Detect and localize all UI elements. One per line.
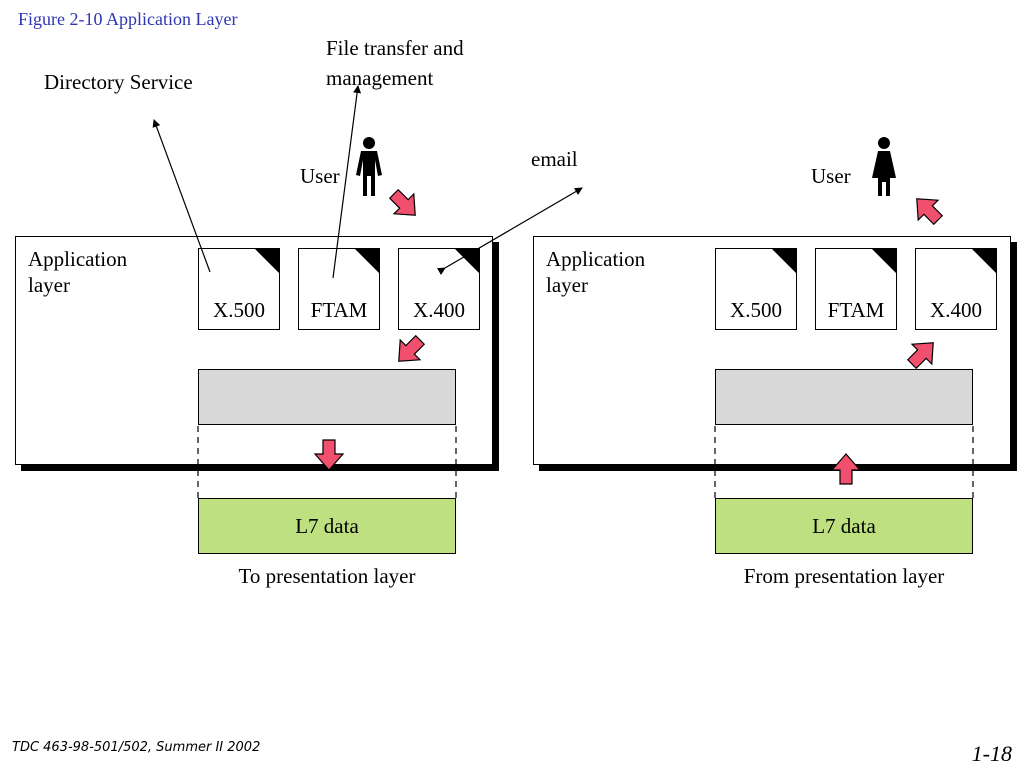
file-transfer-label-line1: File transfer and <box>326 36 464 60</box>
right-grey-bar <box>715 369 973 425</box>
file-transfer-leader <box>332 85 362 279</box>
directory-service-leader <box>152 119 211 273</box>
left-bar-down-arrow <box>313 439 345 471</box>
right-l7-data-box: L7 data <box>715 498 973 554</box>
left-x400-to-bar-arrow <box>398 334 426 362</box>
right-doc-x400-label: X.400 <box>930 298 982 322</box>
right-sublabel: From presentation layer <box>743 564 945 588</box>
right-doc-x500: X.500 <box>715 248 797 330</box>
email-leader <box>436 187 583 275</box>
left-doc-ftam: FTAM <box>298 248 380 330</box>
left-doc-x400-label: X.400 <box>413 298 465 322</box>
right-bar-to-x400-arrow <box>906 342 934 370</box>
left-doc-ftam-label: FTAM <box>310 298 368 322</box>
left-doc-x500: X.500 <box>198 248 280 330</box>
right-bar-up-arrow <box>830 453 862 485</box>
left-l7-data-label: L7 data <box>295 513 359 538</box>
footer-page-number: 1-18 <box>971 741 1012 766</box>
left-grey-bar <box>198 369 456 425</box>
left-user-label: User <box>300 164 340 188</box>
left-user-person-icon <box>356 137 382 196</box>
right-l7-data-label: L7 data <box>812 513 876 538</box>
figure-caption: Figure 2-10 Application Layer <box>18 9 238 29</box>
right-user-person-icon <box>872 137 896 196</box>
right-doc-x400: X.400 <box>915 248 997 330</box>
right-doc-x500-label: X.500 <box>730 298 782 322</box>
right-doc-ftam-label: FTAM <box>827 298 885 322</box>
left-doc-x500-label: X.500 <box>213 298 265 322</box>
right-doc-ftam: FTAM <box>815 248 897 330</box>
file-transfer-label-line2: management <box>326 66 434 90</box>
right-dashed-guides <box>714 426 974 498</box>
right-x400-to-user-arrow <box>916 198 944 226</box>
left-user-to-x400-arrow <box>388 188 416 216</box>
directory-service-label: Directory Service <box>44 70 193 94</box>
left-dashed-guides <box>197 426 457 498</box>
left-sublabel: To presentation layer <box>238 564 416 588</box>
left-l7-data-box: L7 data <box>198 498 456 554</box>
footer-course: TDC 463-98-501/502, Summer II 2002 <box>12 740 261 755</box>
email-label: email <box>531 147 578 171</box>
right-layer-label-line2: layer <box>546 273 588 297</box>
right-user-label: User <box>811 164 851 188</box>
left-layer-label-line2: layer <box>28 273 70 297</box>
left-layer-label-line1: Application <box>28 247 128 271</box>
